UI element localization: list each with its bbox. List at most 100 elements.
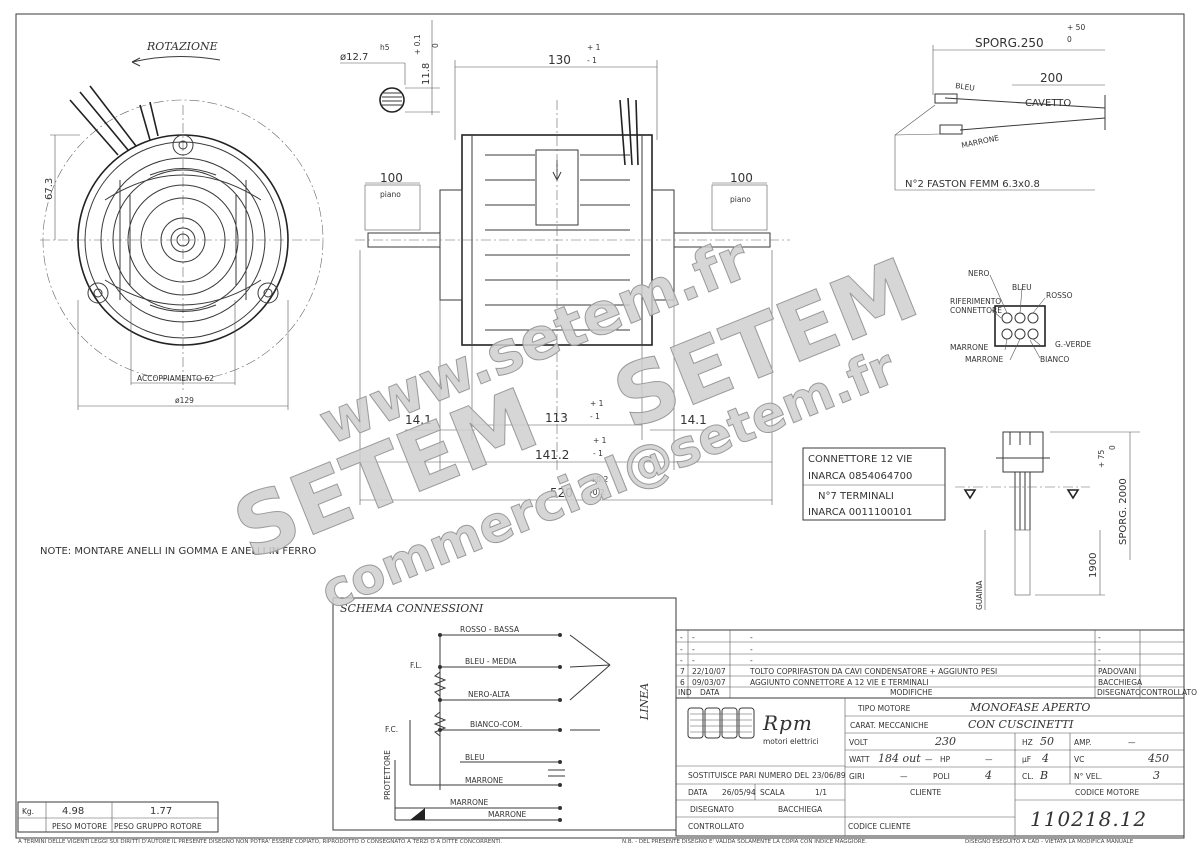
right-flat-sub: piano [730, 195, 751, 204]
connector-line-2: INARCA 0854064700 [808, 471, 912, 482]
schema-marrone: MARRONE [465, 776, 504, 785]
side-width-top-tol-up: + 1 [587, 43, 601, 52]
weights-table: Kg. 4.98 1.77 PESO MOTORE PESO GRUPPO RO… [17, 801, 219, 833]
spec-nvel-value: 3 [1153, 769, 1160, 782]
codice-cliente-label: CODICE CLIENTE [848, 822, 911, 831]
revision-n: 7 [680, 667, 685, 676]
pin-nero: NERO [968, 269, 990, 278]
left-flat-sub: piano [380, 190, 401, 199]
connection-schema: SCHEMA CONNESSIONI [332, 597, 677, 831]
spec-carat-label: CARAT. MECCANICHE [850, 721, 929, 730]
front-diameter-label: ø129 [175, 396, 194, 405]
scala-value: 1/1 [815, 788, 827, 797]
dim-141-tol-down: - 1 [593, 449, 603, 458]
connector-line-3: N°7 TERMINALI [818, 491, 894, 502]
spec-vc-value: 450 [1147, 752, 1169, 765]
dim-14-left: 14.1 [405, 413, 432, 427]
pin-bianco: BIANCO [1040, 355, 1069, 364]
revision-desc: - [750, 656, 753, 665]
shaft-tol-lower: 0 [431, 43, 440, 48]
spec-uf-label: µF [1022, 755, 1031, 764]
disegnato-value: BACCHIEGA [778, 805, 823, 814]
revision-desc: - [750, 633, 753, 642]
shaft-diameter: ø12.7 [340, 52, 368, 63]
weights-motore-label: PESO MOTORE [52, 822, 107, 831]
cable-length-200: 200 [1040, 71, 1063, 85]
revision-date: 22/10/07 [692, 667, 726, 676]
rev-header-disegnato: DISEGNATO [1097, 688, 1141, 697]
dim-141: 141.2 [535, 448, 569, 462]
pin-marrone-1: MARRONE [950, 343, 989, 352]
front-dim-vertical: 67.3 [44, 178, 55, 200]
revision-date: - [692, 656, 695, 665]
revision-n: - [680, 633, 683, 642]
harness-1900: 1900 [1088, 553, 1099, 578]
rotation-label: ROTAZIONE [146, 40, 218, 53]
revision-desc: TOLTO COPRIFASTON DA CAVI CONDENSATORE +… [749, 667, 997, 676]
side-width-top-tol-down: - 1 [587, 56, 597, 65]
dim-113: 113 [545, 411, 568, 425]
weights-kg: Kg. [22, 807, 34, 816]
pin-rosso: ROSSO [1046, 291, 1073, 300]
codice-motore-value: 110218.12 [1030, 807, 1147, 831]
weights-rotore-value: 1.77 [150, 806, 172, 817]
pin-connettore: CONNETTORE [950, 306, 1002, 315]
cable-cavetto: CAVETTO [1025, 98, 1071, 109]
watermark: www.setem.fr SETEM SETEM commercial@sete… [220, 223, 931, 621]
assembly-note: NOTE: MONTARE ANELLI IN GOMMA E ANELLI I… [40, 546, 316, 557]
spec-cl-label: CL. [1022, 772, 1034, 781]
footer-copyright: A TERMINI DELLE VIGENTI LEGGI SUI DIRITT… [18, 839, 502, 845]
cable-marrone: MARRONE [961, 133, 1001, 150]
connector-pins: NERO BLEU ROSSO RIFERIMENTO CONNETTORE M… [950, 269, 1091, 364]
right-flat-dim: 100 [730, 171, 753, 185]
sostituisce-date: 23/06/89 [812, 771, 846, 780]
weights-rotore-label: PESO GRUPPO ROTORE [114, 822, 202, 831]
controllato-label: CONTROLLATO [688, 822, 744, 831]
connector-line-4: INARCA 0011100101 [808, 507, 912, 518]
cable-bundle [69, 85, 159, 156]
spec-volt-value: 230 [934, 735, 956, 748]
revision-by: BACCHIEGA [1098, 678, 1143, 687]
dim-113-tol-up: + 1 [590, 399, 604, 408]
revision-date: - [692, 645, 695, 654]
schema-rosso: ROSSO - BASSA [460, 625, 520, 634]
spec-poli-value: 4 [984, 769, 992, 782]
pin-marrone-2: MARRONE [965, 355, 1004, 364]
revision-by: - [1098, 633, 1101, 642]
schema-fl: F.L. [410, 661, 422, 670]
revisions-table [675, 629, 1185, 699]
schema-protettore: PROTETTORE [383, 750, 392, 800]
spec-hp-label: HP [940, 755, 951, 764]
spec-hp-value: — [985, 755, 993, 764]
harness-sporg: SPORG. 2000 [1118, 478, 1129, 545]
revision-by: PADOVANI [1098, 667, 1136, 676]
schema-bleu: BLEU [465, 753, 485, 762]
revision-n: - [680, 656, 683, 665]
footer-cad: DISEGNO ESEGUITO A CAD - VIETATA LA MODI… [965, 839, 1134, 845]
left-flat-dim: 100 [380, 171, 403, 185]
spec-uf-value: 4 [1041, 752, 1049, 765]
cliente-label: CLIENTE [910, 788, 942, 797]
spec-vc-label: VC [1074, 755, 1084, 764]
spec-amp-label: AMP. [1074, 738, 1091, 747]
harness-tol-down: 0 [1108, 445, 1117, 450]
drawing-frame [15, 13, 1185, 839]
scala-label: SCALA [760, 788, 785, 797]
pin-g-verde: G.-VERDE [1055, 340, 1091, 349]
dim-113-tol-down: - 1 [590, 412, 600, 421]
harness-guaina: GUAINA [975, 580, 984, 610]
schema-marrone-a: MARRONE [450, 798, 489, 807]
harness: SPORG. 2000 + 75 0 1900 GUAINA [955, 431, 1140, 610]
schema-bianco: BIANCO-COM. [470, 720, 522, 729]
revisions-header: IND DATA MODIFICHE DISEGNATO CONTROLLATO [678, 688, 1197, 697]
front-coupling-label: ACCOPPIAMENTO 62 [137, 374, 214, 383]
rev-header-ind: IND [678, 688, 692, 697]
cable-faston: N°2 FASTON FEMM 6.3x0.8 [905, 179, 1040, 190]
rotation-arrow-icon [131, 55, 221, 67]
harness-tol-up: + 75 [1097, 450, 1106, 468]
spec-carat-value: CON CUSCINETTI [968, 718, 1074, 731]
cable-sporg-tol-up: + 50 [1067, 23, 1085, 32]
disegnato-label: DISEGNATO [690, 805, 734, 814]
pin-bleu: BLEU [1012, 283, 1032, 292]
